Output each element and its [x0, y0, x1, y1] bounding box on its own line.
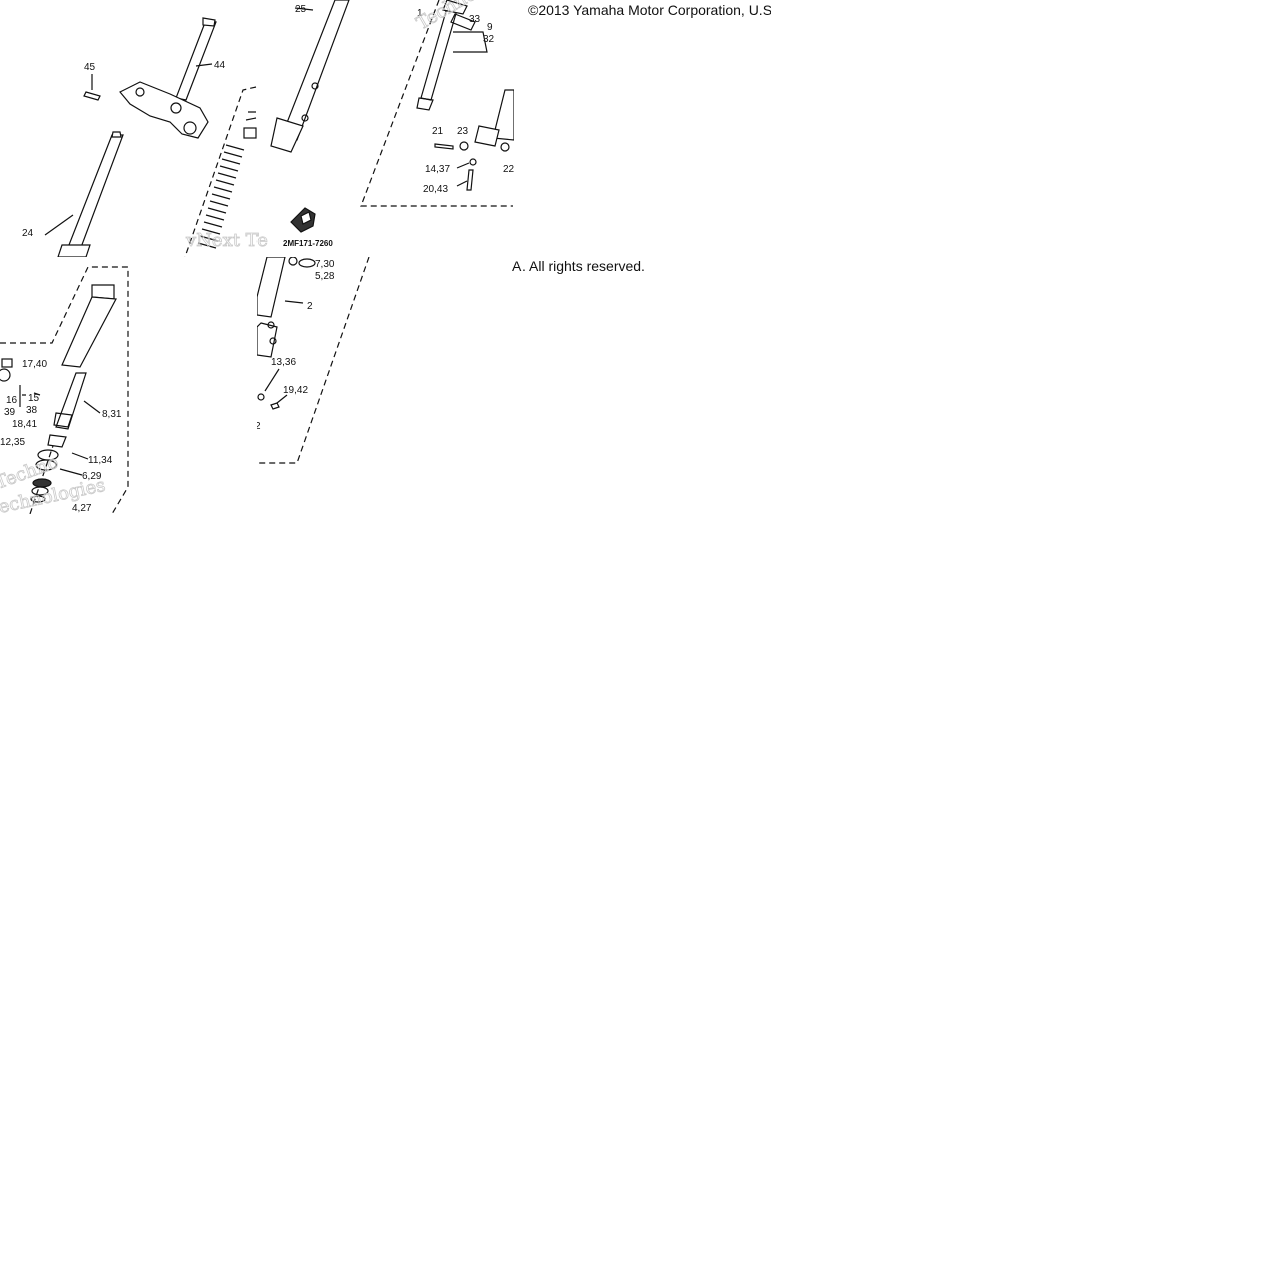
label-20-43: 20,43: [423, 184, 448, 195]
tile-drawing: 25 33 9 32 21 23 14,37 20,43 22 1 2MF171…: [257, 0, 514, 251]
label-1: 1: [417, 8, 423, 19]
watermark-text: vNext Te: [185, 230, 257, 251]
label-21: 21: [432, 126, 444, 137]
tile-drawing: 7,30 5,28 2 13,36 19,42 2: [257, 257, 370, 464]
label-18-41: 18,41: [12, 419, 37, 430]
watermark-text: vNext Te: [257, 230, 268, 251]
label-13-36: 13,36: [271, 357, 296, 368]
label-44: 44: [214, 60, 226, 71]
label-32: 32: [483, 34, 495, 45]
label-2: 2: [307, 301, 313, 312]
label-38: 38: [26, 405, 38, 416]
label-23: 23: [457, 126, 469, 137]
diagram-tile-top-left: 25 45 44 24 vNext Te: [0, 0, 257, 257]
label-19-42: 19,42: [283, 385, 308, 396]
label-24: 24: [22, 228, 34, 239]
label-33: 33: [469, 14, 481, 25]
label-2: 2: [257, 421, 261, 432]
label-7-30: 7,30: [315, 259, 335, 270]
label-17-40: 17,40: [22, 359, 47, 370]
label-45: 45: [84, 62, 96, 73]
diagram-tile-bottom-left: 17,40 16 15 39 38 18,41 12,35 8,31 11,34…: [0, 257, 257, 514]
label-16: 16: [6, 395, 18, 406]
label-8-31: 8,31: [102, 409, 122, 420]
label-39: 39: [4, 407, 16, 418]
label-4-27: 4,27: [72, 503, 92, 514]
label-22: 22: [503, 164, 514, 175]
diagram-tile-top-middle: 25 33 9 32 21 23 14,37 20,43 22 1 2MF171…: [257, 0, 514, 257]
copyright-letter-fragment: A: [512, 258, 522, 274]
copyright-rights-text: . All rights reserved.: [522, 258, 645, 274]
label-9: 9: [487, 22, 493, 33]
label-5-28: 5,28: [315, 271, 335, 282]
tile-drawing: 17,40 16 15 39 38 18,41 12,35 8,31 11,34…: [0, 266, 129, 514]
label-25: 25: [295, 4, 307, 15]
copyright-notice: ©2013 Yamaha Motor Corporation, U.S.A: [528, 2, 771, 18]
copyright-notice-continued: A. All rights reserved.: [512, 258, 712, 274]
label-6-29: 6,29: [82, 471, 102, 482]
label-11-34: 11,34: [88, 455, 113, 466]
part-code: 2MF171-7260: [283, 239, 333, 248]
label-14-37: 14,37: [425, 164, 450, 175]
label-15: 15: [28, 393, 40, 404]
label-12-35: 12,35: [0, 437, 25, 448]
tile-drawing: 25 45 44 24 vNext Te: [22, 17, 257, 257]
diagram-tile-bottom-middle: 7,30 5,28 2 13,36 19,42 2: [257, 257, 514, 464]
